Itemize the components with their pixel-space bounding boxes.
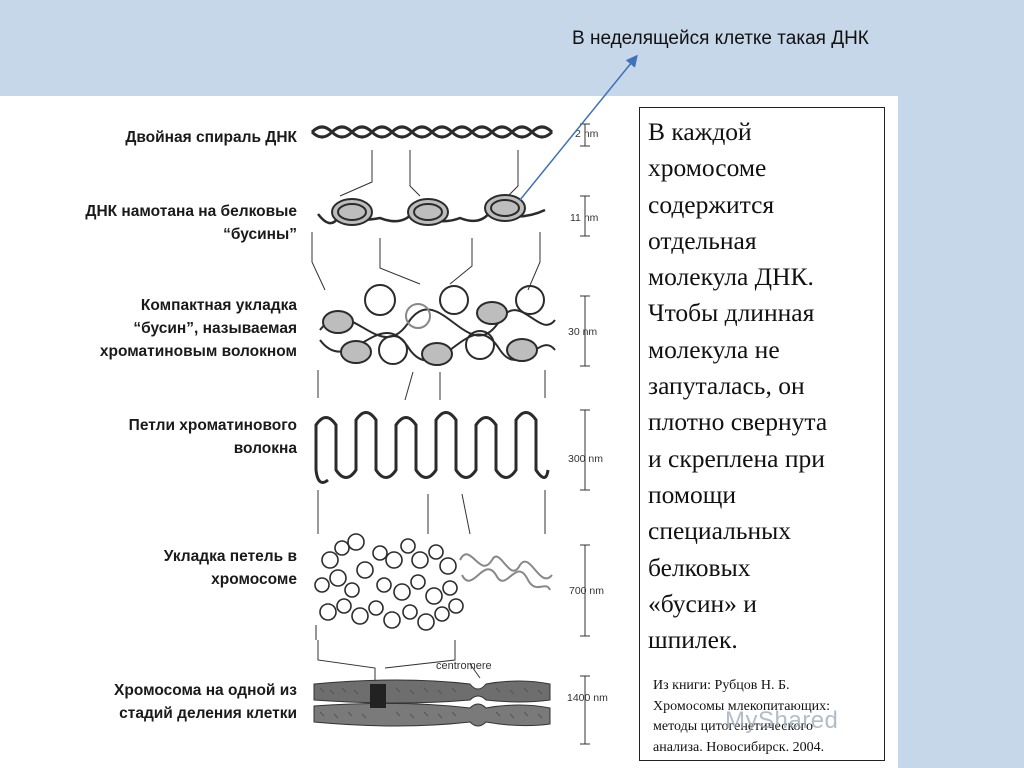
- explanation-text-box: В каждой хромосоме содержится отдельная …: [639, 107, 885, 761]
- beads-on-string-drawing: [318, 195, 545, 225]
- watermark-logo: MyShared: [725, 707, 838, 735]
- packed-loops-drawing: [315, 534, 552, 640]
- connector-lines-2: [312, 232, 540, 290]
- connector-lines-3: [318, 370, 545, 400]
- chromatin-fiber-drawing: [320, 285, 555, 365]
- connector-lines-5: [318, 640, 480, 684]
- connector-lines-4: [318, 490, 545, 534]
- connector-lines-1: [340, 150, 518, 196]
- chromatin-loops-drawing: [316, 413, 548, 483]
- mitotic-chromosome-drawing: [314, 680, 550, 726]
- double-helix-drawing: [312, 127, 552, 137]
- explanation-text: В каждой хромосоме содержится отдельная …: [648, 114, 827, 658]
- scale-bars: [580, 124, 590, 744]
